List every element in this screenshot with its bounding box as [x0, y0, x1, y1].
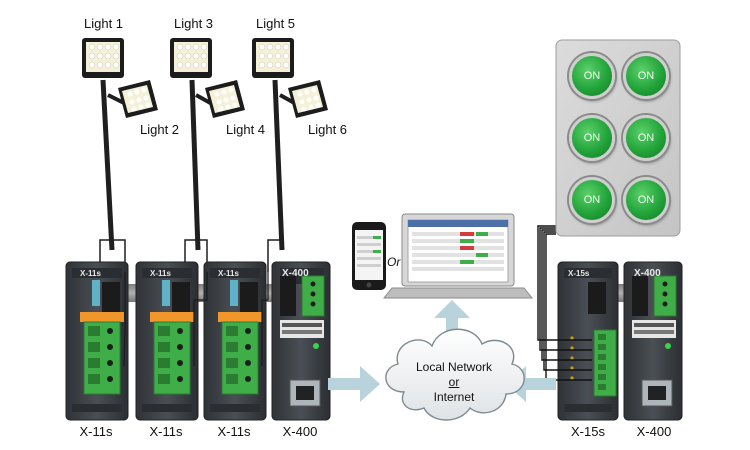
- arrow-left-in: [328, 366, 380, 402]
- light-fixture-4: [205, 80, 245, 118]
- module-x15s: [557, 261, 619, 421]
- module-x11s-3: [203, 261, 267, 421]
- module-x11s-1: [65, 261, 129, 421]
- module-label-x15s: X-15s: [571, 424, 605, 439]
- module-label-x400-left: X-400: [282, 424, 318, 439]
- module-label-x400-right: X-400: [636, 424, 672, 439]
- light-1-label: Light 1: [84, 16, 124, 31]
- network-label: Local Network or Internet: [394, 360, 514, 405]
- network-cloud: [385, 328, 525, 421]
- on-button-6[interactable]: ON: [623, 177, 669, 223]
- badge-x400-left: X-400: [282, 268, 309, 279]
- light-5-label: Light 5: [256, 16, 296, 31]
- button-wires: [537, 225, 592, 381]
- badge-x11s-2: X-11s: [150, 269, 171, 278]
- smartphone: [352, 222, 386, 290]
- light-pole-3: [267, 79, 299, 272]
- module-x400-right: [623, 261, 683, 421]
- light-2-label: Light 2: [140, 122, 180, 137]
- module-label-x11s-1: X-11s: [79, 424, 113, 439]
- on-button-5[interactable]: ON: [569, 177, 615, 223]
- module-x400-left: [271, 261, 331, 421]
- light-3-label: Light 3: [174, 16, 214, 31]
- laptop: [382, 213, 534, 299]
- light-4-label: Light 4: [226, 122, 266, 137]
- badge-x11s-1: X-11s: [80, 269, 101, 278]
- badge-x11s-3: X-11s: [218, 269, 239, 278]
- or-label: Or: [387, 255, 401, 269]
- on-button-4[interactable]: ON: [623, 115, 669, 161]
- badge-x15s: X-15s: [568, 269, 590, 278]
- module-label-x11s-3: X-11s: [217, 424, 251, 439]
- on-button-2[interactable]: ON: [623, 53, 669, 99]
- network-line-2: or: [448, 375, 460, 389]
- on-button-1[interactable]: ON: [569, 53, 615, 99]
- badge-x400-right: X-400: [634, 268, 661, 279]
- module-label-x11s-2: X-11s: [149, 424, 183, 439]
- light-fixture-3: [170, 38, 212, 78]
- light-fixture-2: [118, 80, 158, 118]
- network-line-3: Internet: [433, 390, 475, 404]
- light-wires: [123, 272, 269, 367]
- light-6-label: Light 6: [308, 122, 348, 137]
- light-fixture-5: [252, 38, 294, 78]
- light-fixture-6: [288, 80, 328, 118]
- network-line-1: Local Network: [415, 360, 493, 374]
- arrow-up: [434, 300, 470, 338]
- on-button-3[interactable]: ON: [569, 115, 615, 161]
- light-fixture-1: [82, 38, 124, 78]
- light-pole-2: [184, 79, 215, 272]
- module-x11s-2: [135, 261, 199, 421]
